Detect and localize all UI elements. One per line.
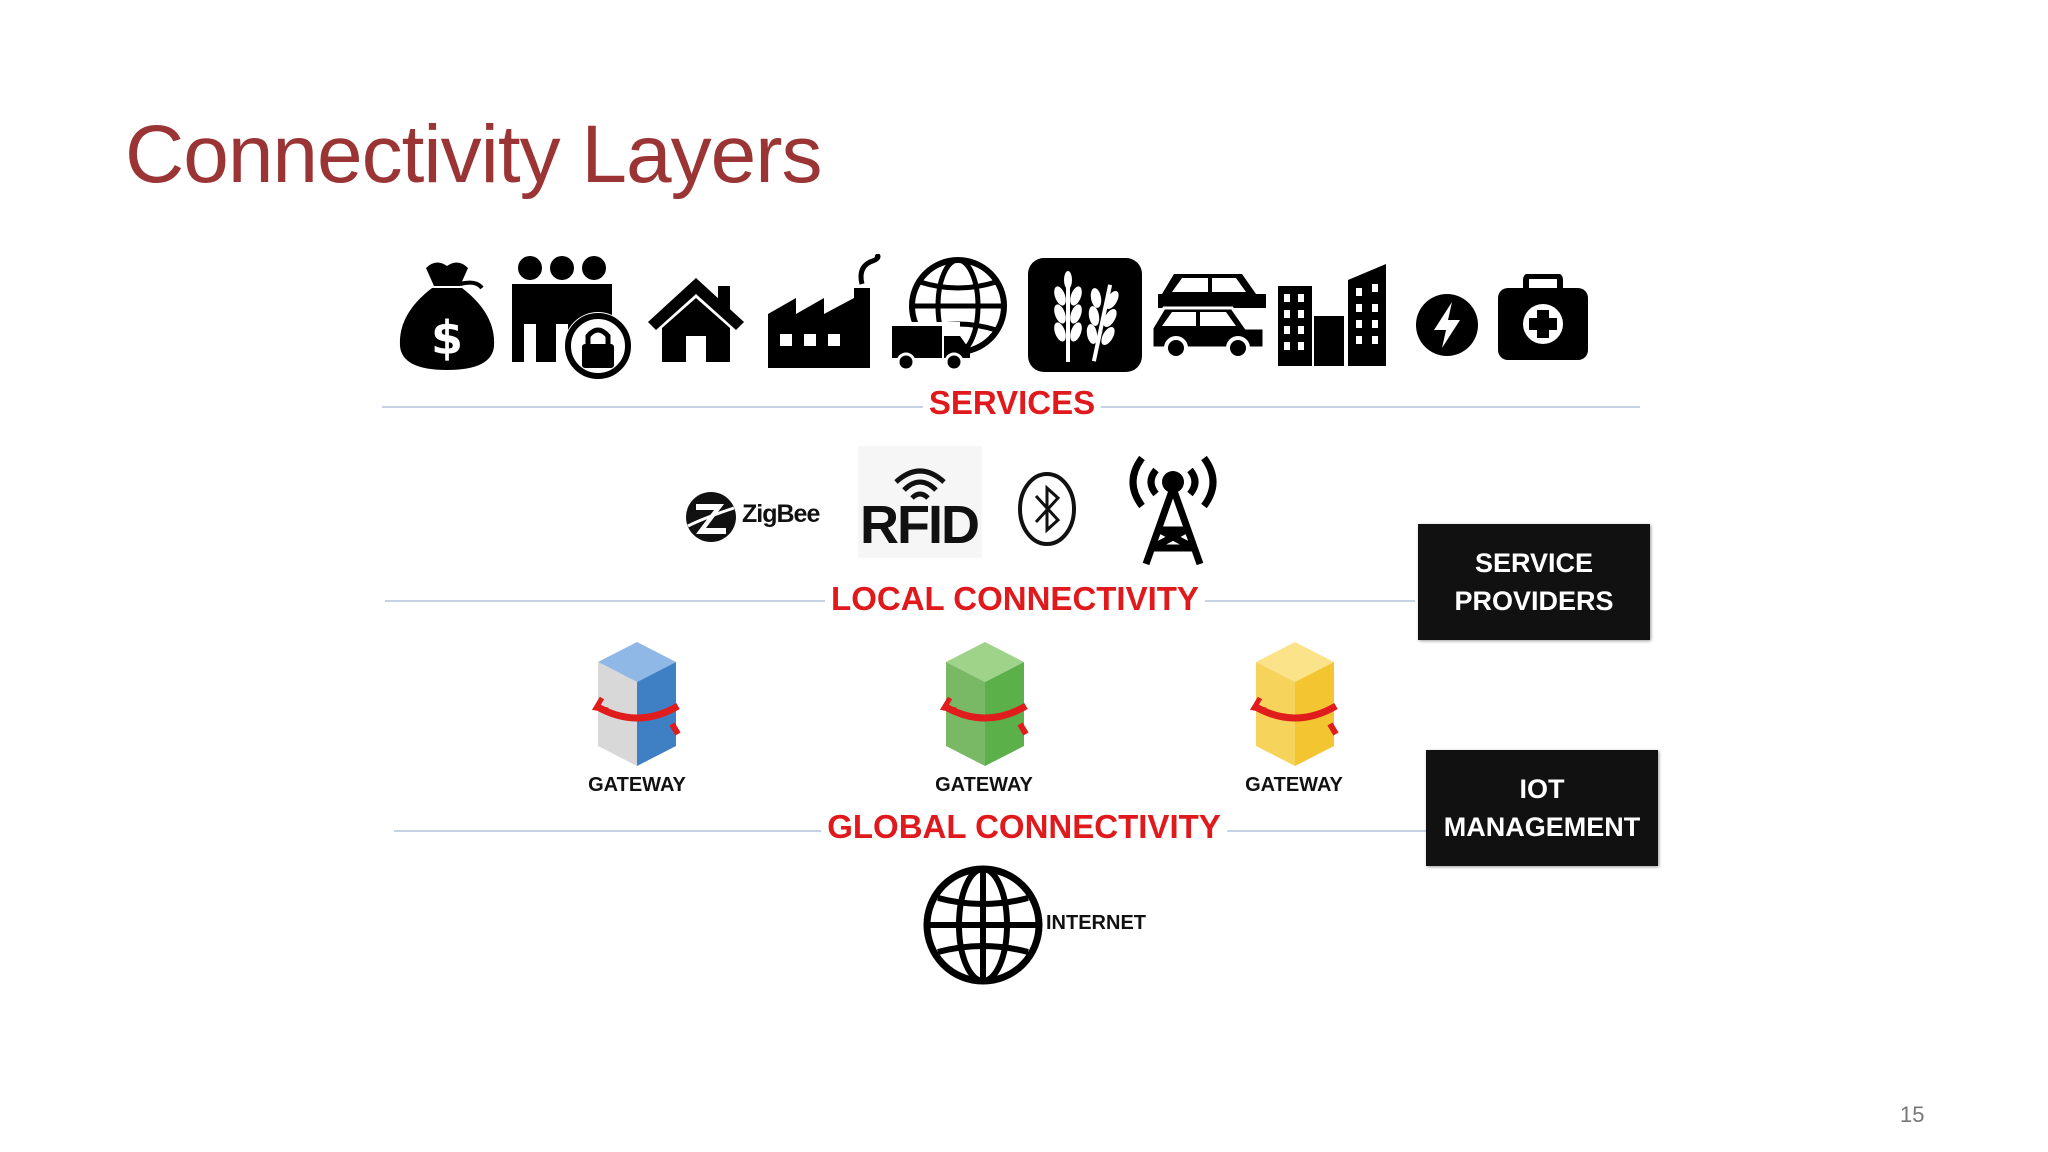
global-layer-label: GLOBAL CONNECTIVITY xyxy=(821,808,1227,846)
zigbee-logo: ZigBee xyxy=(684,488,824,546)
rfid-logo: RFID xyxy=(858,446,982,558)
agriculture-icon xyxy=(1028,258,1142,372)
zigbee-label: ZigBee xyxy=(742,500,820,528)
page-number: 15 xyxy=(1900,1102,1925,1127)
logistics-globe-icon xyxy=(888,257,1007,372)
secure-people-icon xyxy=(512,256,632,380)
bluetooth-icon xyxy=(1018,472,1076,546)
cars-icon xyxy=(1150,274,1266,360)
service-providers-line1: SERVICE xyxy=(1474,548,1594,578)
service-providers-box: SERVICE PROVIDERS xyxy=(1418,524,1650,640)
rfid-label: RFID xyxy=(860,495,980,555)
gateway-green-icon xyxy=(940,642,1029,766)
internet-label: INTERNET xyxy=(1046,912,1146,934)
cell-tower-icon xyxy=(1129,455,1217,566)
zigbee-icon xyxy=(686,492,736,542)
svg-text:$: $ xyxy=(431,311,463,365)
iot-management-line2: MANAGEMENT xyxy=(1443,812,1641,842)
iot-management-line1: IOT xyxy=(1519,774,1565,804)
medical-kit-icon xyxy=(1498,274,1588,360)
slide-title: Connectivity Layers xyxy=(125,109,823,200)
city-buildings-icon xyxy=(1278,264,1386,366)
gateway-yellow-icon xyxy=(1250,642,1339,766)
gateway-blue-icon xyxy=(592,642,681,766)
services-layer-label: SERVICES xyxy=(922,384,1102,422)
home-icon xyxy=(648,278,744,362)
service-providers-line2: PROVIDERS xyxy=(1454,586,1614,616)
money-bag-icon: $ xyxy=(399,262,495,370)
factory-icon xyxy=(768,254,881,368)
iot-management-box: IOT MANAGEMENT xyxy=(1426,750,1658,866)
gateway-label: GATEWAY xyxy=(588,774,686,796)
gateway-label: GATEWAY xyxy=(935,774,1033,796)
wifi-waves-icon xyxy=(894,468,946,500)
local-layer-label: LOCAL CONNECTIVITY xyxy=(825,580,1205,618)
energy-icon xyxy=(1416,294,1478,356)
gateway-label: GATEWAY xyxy=(1245,774,1343,796)
internet-globe-icon xyxy=(923,865,1043,985)
